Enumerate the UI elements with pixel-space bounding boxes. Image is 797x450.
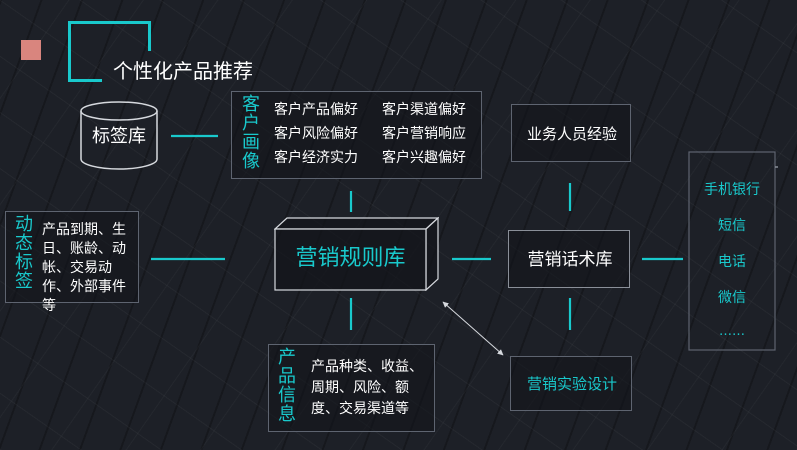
tag-library-label: 标签库 xyxy=(92,126,146,147)
customer-profile-box: 客户画像 客户产品偏好 客户渠道偏好 客户风险偏好 客户营销响应 客户经济实力 … xyxy=(231,91,482,179)
channel-sms: 短信 xyxy=(718,218,746,234)
channel-mobile-banking: 手机银行 xyxy=(704,182,760,198)
title-marker xyxy=(21,40,41,60)
cube-outline xyxy=(274,217,439,291)
title-bracket-bottom xyxy=(68,66,71,81)
profile-item-1: 客户产品偏好 xyxy=(274,102,358,118)
product-info-title: 产品信息 xyxy=(275,347,296,423)
rule-library-node: 营销规则库 xyxy=(274,217,439,291)
tag-library-node: 标签库 xyxy=(80,101,158,171)
profile-item-5: 客户经济实力 xyxy=(274,150,358,166)
dynamic-tags-title: 动态标签 xyxy=(12,214,33,290)
experiment-design-label: 营销实验设计 xyxy=(526,375,617,393)
script-library-label: 营销话术库 xyxy=(527,250,613,270)
title-bracket xyxy=(68,21,150,81)
arrow-rules-experiment-bidirectional xyxy=(442,301,504,356)
dynamic-tags-box: 动态标签 产品到期、生日、账龄、动帐、交易动作、外部事件等 xyxy=(5,211,139,314)
sales-experience-label: 业务人员经验 xyxy=(526,125,617,143)
channels-node: 手机银行 短信 电话 微信 …… xyxy=(688,151,780,353)
phone-outline xyxy=(688,151,778,351)
profile-item-3: 客户风险偏好 xyxy=(274,126,358,142)
profile-item-6: 客户兴趣偏好 xyxy=(382,150,466,166)
channel-more: …… xyxy=(719,324,745,339)
script-library-box: 营销话术库 xyxy=(508,230,630,288)
profile-item-4: 客户营销响应 xyxy=(382,126,466,142)
profile-item-2: 客户渠道偏好 xyxy=(382,102,466,118)
title-bracket-right xyxy=(148,21,151,51)
page-title: 个性化产品推荐 xyxy=(113,59,253,83)
product-info-box: 产品信息 产品种类、收益、周期、风险、额度、交易渠道等 xyxy=(268,344,435,432)
experiment-design-box: 营销实验设计 xyxy=(510,356,632,411)
channel-phone: 电话 xyxy=(718,254,746,270)
customer-profile-title: 客户画像 xyxy=(239,94,260,170)
sales-experience-box: 业务人员经验 xyxy=(511,104,631,162)
title-bracket-tail xyxy=(68,79,102,82)
channel-wechat: 微信 xyxy=(718,290,746,306)
database-icon xyxy=(80,101,158,170)
product-info-text: 产品种类、收益、周期、风险、额度、交易渠道等 xyxy=(311,359,423,417)
rule-library-label: 营销规则库 xyxy=(295,246,406,271)
dynamic-tags-text: 产品到期、生日、账龄、动帐、交易动作、外部事件等 xyxy=(42,222,126,314)
